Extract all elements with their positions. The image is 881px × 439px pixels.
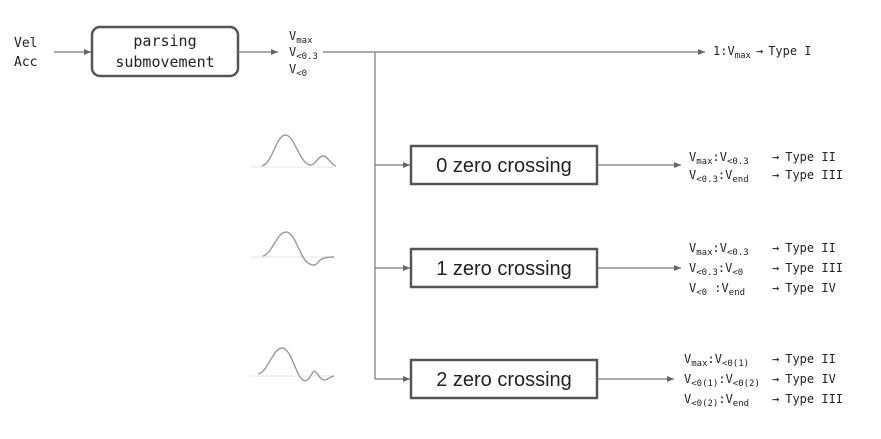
result-group-0-row-1-ratio: V<0.3:Vend — [689, 168, 749, 185]
submovement-label: submovement — [115, 53, 214, 71]
parser-output-vmax: Vmax — [289, 29, 313, 46]
result-group-1-row-1-ratio: V<0.3:V<0 — [689, 261, 743, 278]
zero-crossing-1-label: 1 zero crossing — [436, 258, 572, 280]
parsing-label: parsing — [133, 32, 196, 50]
result-group-1-row-2-type: →Type IV — [772, 281, 836, 295]
input-vel-label: Vel — [14, 36, 37, 51]
result-group-2-row-1-ratio: V<0(1):V<0(2) — [684, 372, 760, 389]
velocity-waveform-0-crossing-icon — [250, 134, 337, 168]
input-acc-label: Acc — [14, 55, 37, 70]
result-group-2-row-2-ratio: V<0(2):Vend — [684, 392, 749, 409]
result-group-1-row-0-type: →Type II — [772, 241, 836, 255]
result-group-0-row-0-ratio: Vmax:V<0.3 — [689, 150, 749, 167]
result-group-1-row-0-ratio: Vmax:V<0.3 — [689, 241, 749, 258]
zero-crossing-2-label: 2 zero crossing — [436, 369, 572, 391]
velocity-waveform-1-crossing-icon — [250, 231, 335, 266]
result-group-2-row-0-type: →Type II — [772, 352, 836, 366]
velocity-waveform-2-crossing-icon — [250, 347, 335, 382]
type-i-result: 1:Vmax→Type I — [713, 44, 812, 61]
result-group-2-row-0-ratio: Vmax:V<0(1) — [684, 352, 749, 369]
result-group-1-row-1-type: →Type III — [772, 261, 843, 275]
zero-crossing-1-box — [409, 247, 599, 289]
zero-crossing-0-label: 0 zero crossing — [436, 155, 572, 177]
parser-output-v03: V<0.3 — [289, 45, 318, 62]
result-group-2-row-1-type: →Type IV — [772, 372, 836, 386]
result-groups: Vmax:V<0.3 →Type II V<0.3:Vend →Type III Vma… — [684, 150, 843, 409]
parser-output-v0: V<0 — [289, 62, 307, 79]
result-group-1-row-2-ratio: V<0 :Vend — [689, 281, 745, 298]
zero-crossing-2-box — [409, 358, 599, 400]
result-group-0-row-1-type: →Type III — [772, 168, 843, 182]
result-group-0-row-0-type: →Type II — [772, 150, 836, 164]
result-group-2-row-2-type: →Type III — [772, 392, 843, 406]
